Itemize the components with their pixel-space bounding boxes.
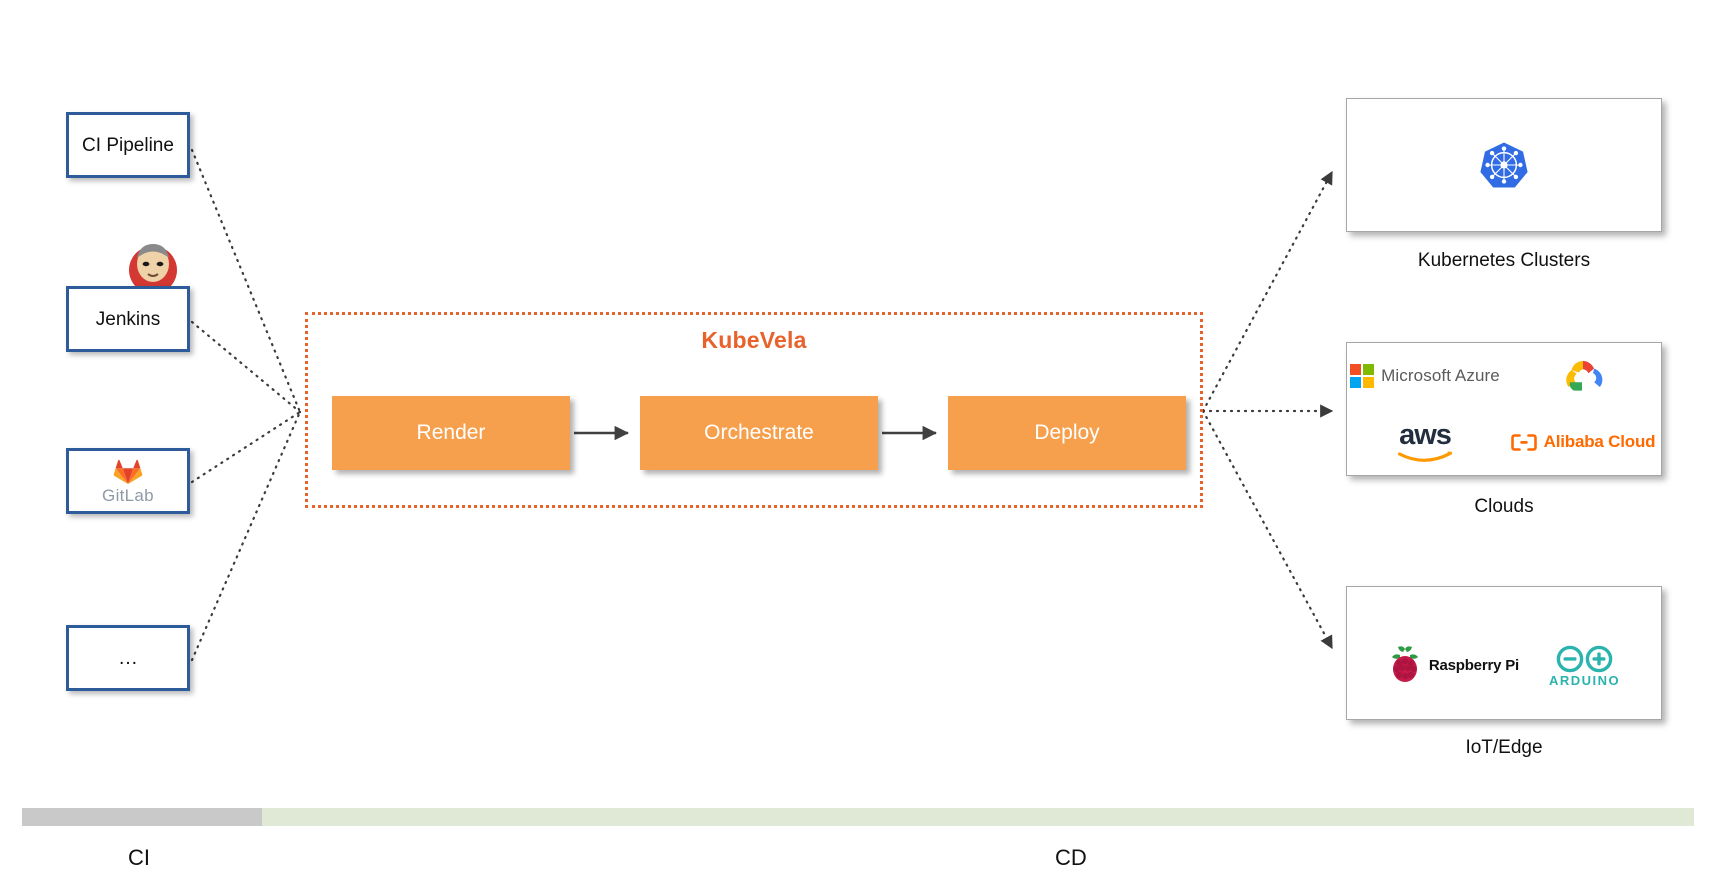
kubernetes-logo-icon bbox=[1480, 142, 1528, 188]
kubevela-title: KubeVela bbox=[701, 327, 807, 353]
arduino-wordmark: ARDUINO bbox=[1548, 672, 1621, 688]
source-label-jenkins: Jenkins bbox=[95, 308, 161, 330]
band-label-cd: CD bbox=[1055, 845, 1087, 870]
arduino-infinity-icon bbox=[1556, 645, 1612, 672]
wire-ellipsis bbox=[190, 410, 302, 662]
stage-box-orchestrate[interactable]: Orchestrate bbox=[640, 396, 878, 470]
gitlab-logo-icon bbox=[113, 459, 143, 484]
aws-logo: aws bbox=[1398, 421, 1452, 463]
alibaba-bracket-icon bbox=[1510, 433, 1537, 451]
wire-jenkins bbox=[190, 320, 302, 414]
source-box-ellipsis[interactable]: … bbox=[66, 625, 190, 691]
iot-logo-grid: Raspberry Pi ARDUINO bbox=[1346, 630, 1662, 700]
alibaba-wordmark: Alibaba Cloud bbox=[1543, 432, 1656, 451]
google-cloud-logo-icon bbox=[1566, 361, 1603, 391]
wire-to-iot-edge bbox=[1201, 409, 1334, 650]
stage-label-render: Render bbox=[416, 421, 486, 444]
aws-wordmark: aws bbox=[1399, 419, 1452, 451]
stage-label-deploy: Deploy bbox=[1034, 421, 1100, 444]
cloud-logo-grid: Microsoft Azure aws Alibaba Cloud bbox=[1346, 343, 1662, 475]
azure-wordmark: Microsoft Azure bbox=[1381, 366, 1500, 385]
source-box-ci-pipeline[interactable]: CI Pipeline bbox=[66, 112, 190, 178]
stage-label-orchestrate: Orchestrate bbox=[704, 421, 814, 444]
wire-to-kubernetes bbox=[1201, 170, 1334, 413]
aws-smile-icon bbox=[1398, 451, 1452, 462]
target-label-clouds: Clouds bbox=[1474, 496, 1534, 517]
band-cd bbox=[262, 808, 1694, 826]
stage-box-render[interactable]: Render bbox=[332, 396, 570, 470]
source-label-ellipsis: … bbox=[118, 647, 138, 669]
source-box-gitlab[interactable]: GitLab bbox=[66, 448, 190, 514]
microsoft-azure-logo: Microsoft Azure bbox=[1350, 364, 1500, 388]
source-label-ci-pipeline: CI Pipeline bbox=[82, 134, 174, 156]
raspberry-pi-logo: Raspberry Pi bbox=[1388, 646, 1519, 684]
raspberry-pi-icon bbox=[1391, 646, 1418, 682]
alibaba-cloud-logo: Alibaba Cloud bbox=[1510, 432, 1656, 452]
wire-ci-pipeline bbox=[190, 148, 302, 414]
band-ci bbox=[22, 808, 262, 826]
stage-box-deploy[interactable]: Deploy bbox=[948, 396, 1186, 470]
band-label-ci: CI bbox=[128, 845, 150, 870]
source-box-jenkins[interactable]: Jenkins bbox=[66, 286, 190, 352]
jenkins-logo-icon bbox=[129, 244, 177, 309]
kubevela-container bbox=[305, 312, 1203, 508]
arduino-logo: ARDUINO bbox=[1549, 644, 1620, 687]
target-label-kubernetes-clusters: Kubernetes Clusters bbox=[1417, 250, 1591, 271]
source-label-gitlab: GitLab bbox=[102, 485, 154, 505]
raspberry-pi-wordmark: Raspberry Pi bbox=[1428, 656, 1519, 674]
microsoft-squares-icon bbox=[1350, 364, 1375, 388]
target-label-iot-edge: IoT/Edge bbox=[1465, 737, 1543, 758]
wire-gitlab bbox=[190, 410, 302, 484]
